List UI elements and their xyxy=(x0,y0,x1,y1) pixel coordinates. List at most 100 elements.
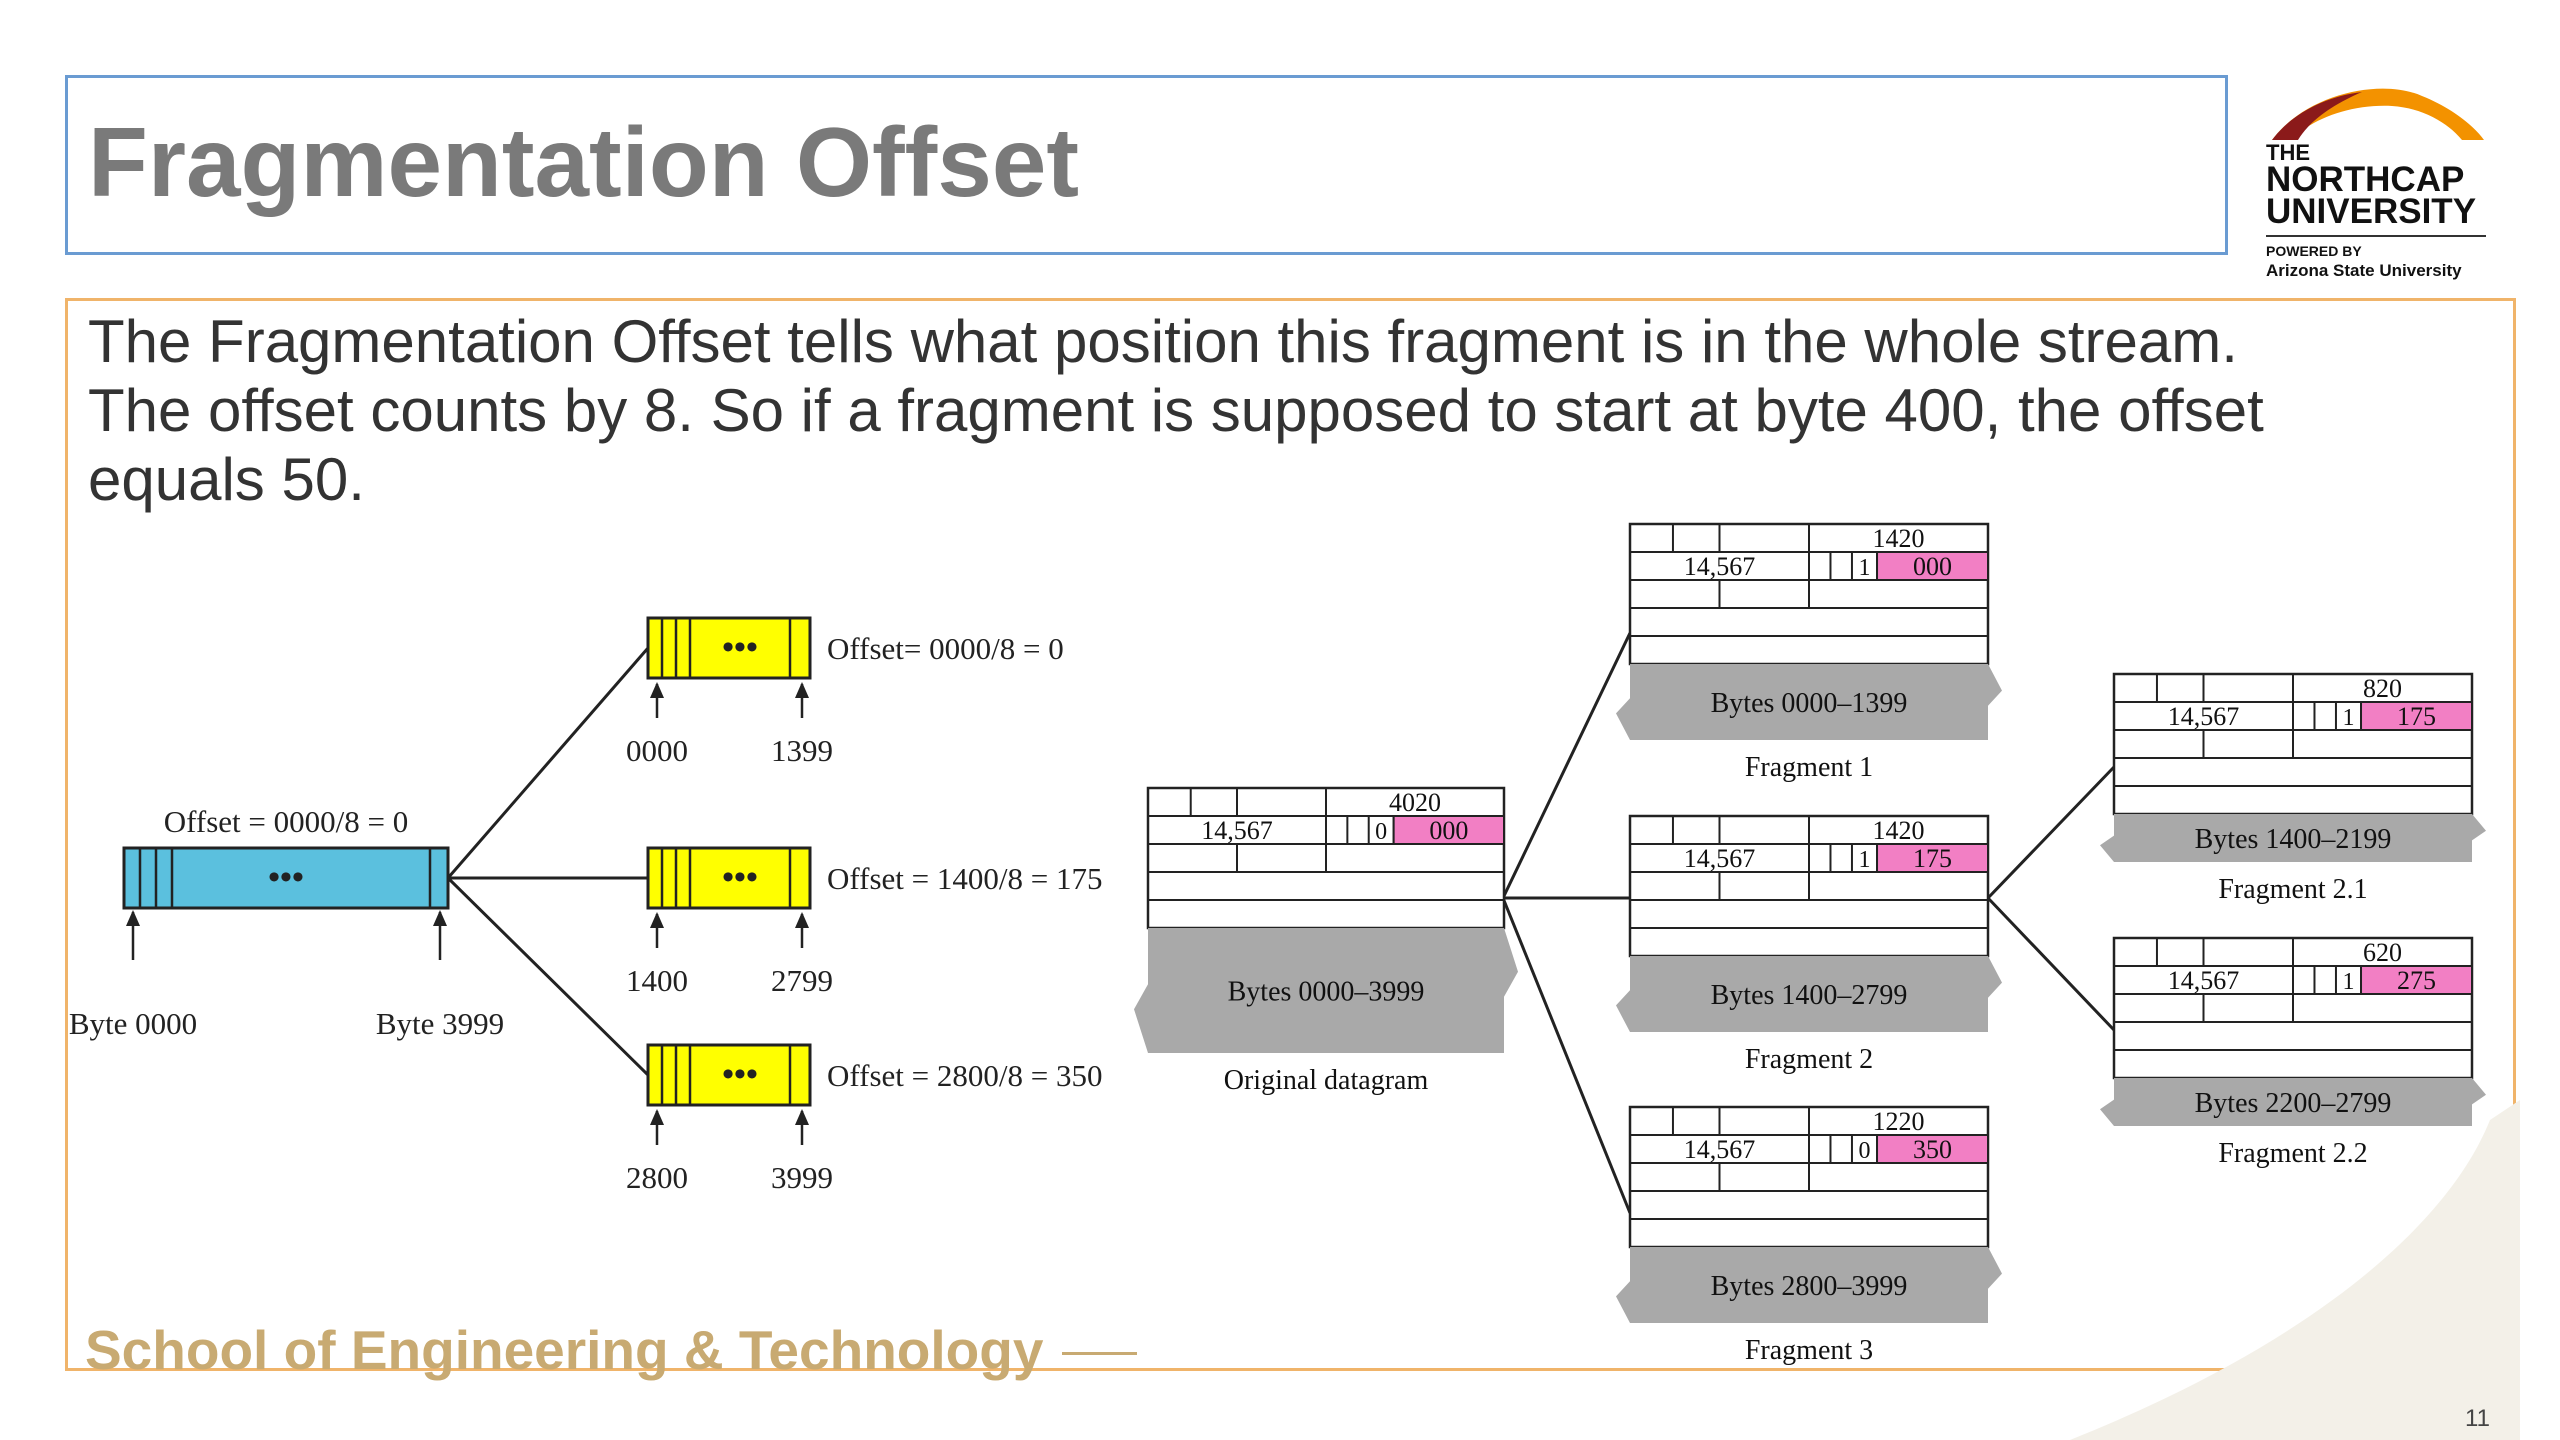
total-length: 820 xyxy=(2363,674,2402,703)
left-diagram: ••• Offset = 0000/8 = 0 Byte 0000 Byte 3… xyxy=(69,616,1103,1195)
slide-title: Fragmentation Offset xyxy=(88,107,1079,217)
payload-block xyxy=(1616,956,2002,1032)
yellow-fragment-1: ••• Offset= 0000/8 = 0 0000 1399 xyxy=(626,616,1064,768)
arrow-up-icon xyxy=(795,1109,809,1125)
logo-the: THE xyxy=(2266,140,2310,165)
payload-block xyxy=(1616,1247,2002,1323)
mf-flag: 1 xyxy=(2342,969,2354,995)
fragment-offset: 275 xyxy=(2397,966,2436,995)
datagram-caption: Fragment 3 xyxy=(1745,1335,1873,1366)
identification: 14,567 xyxy=(2168,966,2240,995)
offset-highlight xyxy=(2360,701,2474,731)
payload-block xyxy=(2100,814,2486,862)
offset-highlight xyxy=(1876,551,1990,581)
identification: 14,567 xyxy=(1684,844,1756,873)
payload-bytes: Bytes 2800–3999 xyxy=(1711,1271,1908,1302)
total-length: 1220 xyxy=(1873,1107,1925,1136)
fragment-offset: 175 xyxy=(1913,844,1952,873)
decorative-corner-shape xyxy=(2070,1100,2520,1440)
byte-start-label: Byte 0000 xyxy=(69,1006,197,1041)
fragment-offset: 350 xyxy=(1913,1135,1952,1164)
page-number: 11 xyxy=(2465,1405,2490,1432)
logo-powered-by: POWERED BY xyxy=(2266,243,2362,259)
connector-line xyxy=(1501,897,1632,1214)
datagram-caption: Original datagram xyxy=(1224,1065,1429,1096)
payload-bytes: Bytes 0000–1399 xyxy=(1711,688,1908,719)
payload-block xyxy=(2100,1078,2486,1126)
offset-highlight xyxy=(1876,1134,1990,1164)
offset-label: Offset= 0000/8 = 0 xyxy=(827,631,1064,666)
fragment-end-label: 1399 xyxy=(771,733,833,768)
body-line: The Fragmentation Offset tells what posi… xyxy=(88,308,2238,375)
identification: 14,567 xyxy=(1684,552,1756,581)
payload-block xyxy=(1616,664,2002,740)
fragment-offset: 000 xyxy=(1429,816,1468,845)
body-line: The offset counts by 8. So if a fragment… xyxy=(88,377,2264,444)
fragment-start-label: 1400 xyxy=(626,963,688,998)
offset-highlight xyxy=(1876,843,1990,873)
payload-block xyxy=(1134,928,1518,1053)
arrow-up-icon xyxy=(650,912,664,928)
fragment-start-label: 0000 xyxy=(626,733,688,768)
connector-line xyxy=(446,647,650,879)
mf-flag: 1 xyxy=(1858,847,1870,873)
fragment-end-label: 3999 xyxy=(771,1160,833,1195)
fragment-offset: 000 xyxy=(1913,552,1952,581)
footer-school-name: School of Engineering & Technology xyxy=(85,1319,1044,1381)
body-line: equals 50. xyxy=(88,446,365,513)
university-logo: THE NORTHCAP UNIVERSITY POWERED BY Arizo… xyxy=(2262,78,2497,293)
mf-flag: 0 xyxy=(1375,819,1387,845)
ellipsis: ••• xyxy=(268,859,304,896)
fragment-start-label: 2800 xyxy=(626,1160,688,1195)
arrow-up-icon xyxy=(650,1109,664,1125)
logo-university: UNIVERSITY xyxy=(2266,192,2477,231)
datagram-caption: Fragment 2.1 xyxy=(2218,874,2367,905)
connector-line xyxy=(1986,765,2116,900)
byte-end-label: Byte 3999 xyxy=(376,1006,504,1041)
arrow-up-icon xyxy=(795,682,809,698)
mf-flag: 1 xyxy=(1858,555,1870,581)
payload-bytes: Bytes 0000–3999 xyxy=(1228,977,1425,1008)
body-text: The Fragmentation Offset tells what posi… xyxy=(88,307,2488,514)
original-datagram-bar xyxy=(122,846,450,910)
arrow-up-icon xyxy=(126,910,140,926)
offset-label: Offset = 0000/8 = 0 xyxy=(164,804,409,839)
fragment-end-label: 2799 xyxy=(771,963,833,998)
datagram-caption: Fragment 1 xyxy=(1745,752,1873,783)
total-length: 1420 xyxy=(1873,524,1925,553)
total-length: 1420 xyxy=(1873,816,1925,845)
payload-bytes: Bytes 1400–2799 xyxy=(1711,980,1908,1011)
offset-label: Offset = 1400/8 = 175 xyxy=(827,861,1103,896)
logo-northcap: NORTHCAP xyxy=(2266,160,2465,199)
total-length: 4020 xyxy=(1389,788,1441,817)
arrow-up-icon xyxy=(795,912,809,928)
offset-highlight xyxy=(1392,815,1506,845)
title-box: Fragmentation Offset xyxy=(65,75,2228,255)
connector-line xyxy=(446,876,650,1077)
identification: 14,567 xyxy=(2168,702,2240,731)
ellipsis: ••• xyxy=(722,859,758,896)
arrow-up-icon xyxy=(433,910,447,926)
total-length: 620 xyxy=(2363,938,2402,967)
logo-arc-icon xyxy=(2272,88,2484,140)
content-box: The Fragmentation Offset tells what posi… xyxy=(65,298,2516,1371)
arrow-up-icon xyxy=(650,682,664,698)
logo-divider xyxy=(2266,235,2486,237)
ellipsis: ••• xyxy=(722,629,758,666)
mf-flag: 1 xyxy=(2342,705,2354,731)
footer-rule xyxy=(1062,1352,1137,1355)
yellow-fragment-2: ••• Offset = 1400/8 = 175 1400 2799 xyxy=(626,846,1103,998)
connector-line xyxy=(1501,632,1632,899)
identification: 14,567 xyxy=(1201,816,1273,845)
identification: 14,567 xyxy=(1684,1135,1756,1164)
offset-highlight xyxy=(2360,965,2474,995)
datagram-caption: Fragment 2 xyxy=(1745,1044,1873,1075)
payload-bytes: Bytes 1400–2199 xyxy=(2195,824,2392,855)
